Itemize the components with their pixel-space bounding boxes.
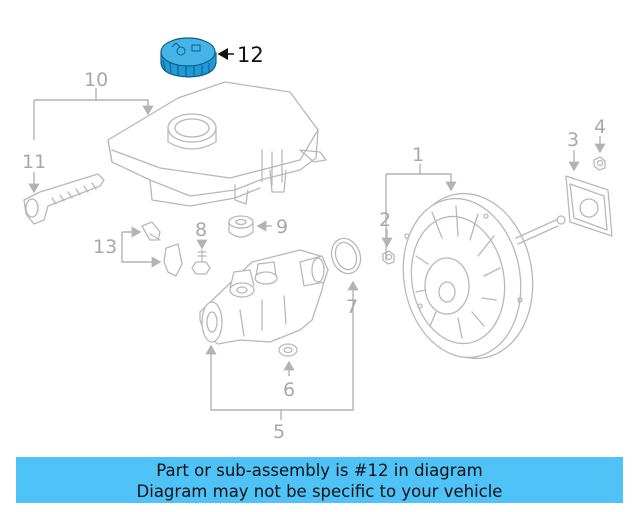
pressure-sensor <box>141 221 183 277</box>
callout-10: 10 <box>84 69 108 91</box>
info-banner: Part or sub-assembly is #12 in diagram D… <box>16 457 623 503</box>
nut-part-2 <box>382 250 395 265</box>
callout-12: 12 <box>237 43 264 67</box>
parts-diagram: 10 11 1 2 3 4 13 8 9 7 6 5 12 <box>22 37 613 443</box>
reservoir-cap-highlighted[interactable] <box>160 37 217 78</box>
callout-11: 11 <box>22 151 46 173</box>
master-cylinder <box>199 249 329 345</box>
level-sensor <box>23 173 105 225</box>
callout-13: 13 <box>93 236 117 258</box>
banner-line-1: Part or sub-assembly is #12 in diagram <box>156 461 483 480</box>
callout-7: 7 <box>346 296 358 318</box>
callout-8: 8 <box>195 219 207 241</box>
callout-1: 1 <box>412 144 424 166</box>
seal <box>278 343 298 357</box>
callout-5: 5 <box>273 421 285 443</box>
callout-2: 2 <box>379 209 391 231</box>
reservoir-tank <box>107 81 327 207</box>
bolt <box>191 249 211 275</box>
grommet <box>228 215 254 238</box>
callout-9: 9 <box>276 216 288 238</box>
callout-4: 4 <box>594 116 606 138</box>
banner-line-2: Diagram may not be specific to your vehi… <box>136 482 503 501</box>
nut-part-4 <box>593 156 606 171</box>
brake-booster <box>402 192 566 360</box>
leader-lines <box>28 48 606 420</box>
callout-6: 6 <box>283 379 295 401</box>
callout-3: 3 <box>567 129 579 151</box>
o-ring <box>330 237 362 275</box>
gasket <box>565 175 613 237</box>
